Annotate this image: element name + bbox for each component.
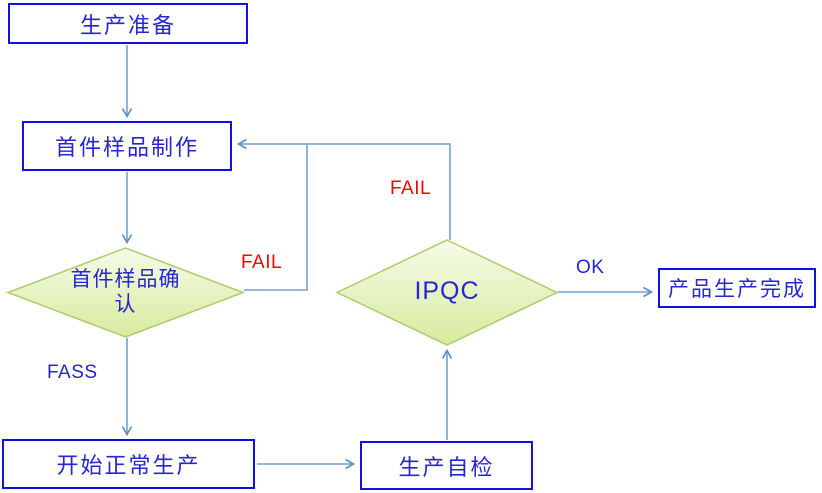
node-first-sample-confirm-label: 首件样品确认 [70, 267, 181, 317]
arrow-ipqc-fail-loop [236, 138, 451, 240]
node-start-normal-production: 开始正常生产 [2, 439, 255, 489]
edge-label-ipqc-ok: OK [576, 257, 605, 278]
node-ipqc-label: IPQC [414, 277, 480, 305]
decision-ipqc-shape [335, 239, 559, 346]
edge-label-ipqc-fail: FAIL [390, 178, 432, 199]
edge-label-confirm-pass: FASS [47, 362, 98, 383]
node-production-prep: 生产准备 [8, 3, 248, 44]
edge-label-confirm-fail: FAIL [241, 252, 283, 273]
node-production-self-check: 生产自检 [360, 441, 533, 490]
node-product-complete: 产品生产完成 [658, 268, 816, 308]
decision-first-sample-confirm-shape [5, 247, 246, 338]
arrow-confirm-fail-loop [244, 144, 308, 291]
node-first-sample-make: 首件样品制作 [22, 121, 232, 171]
